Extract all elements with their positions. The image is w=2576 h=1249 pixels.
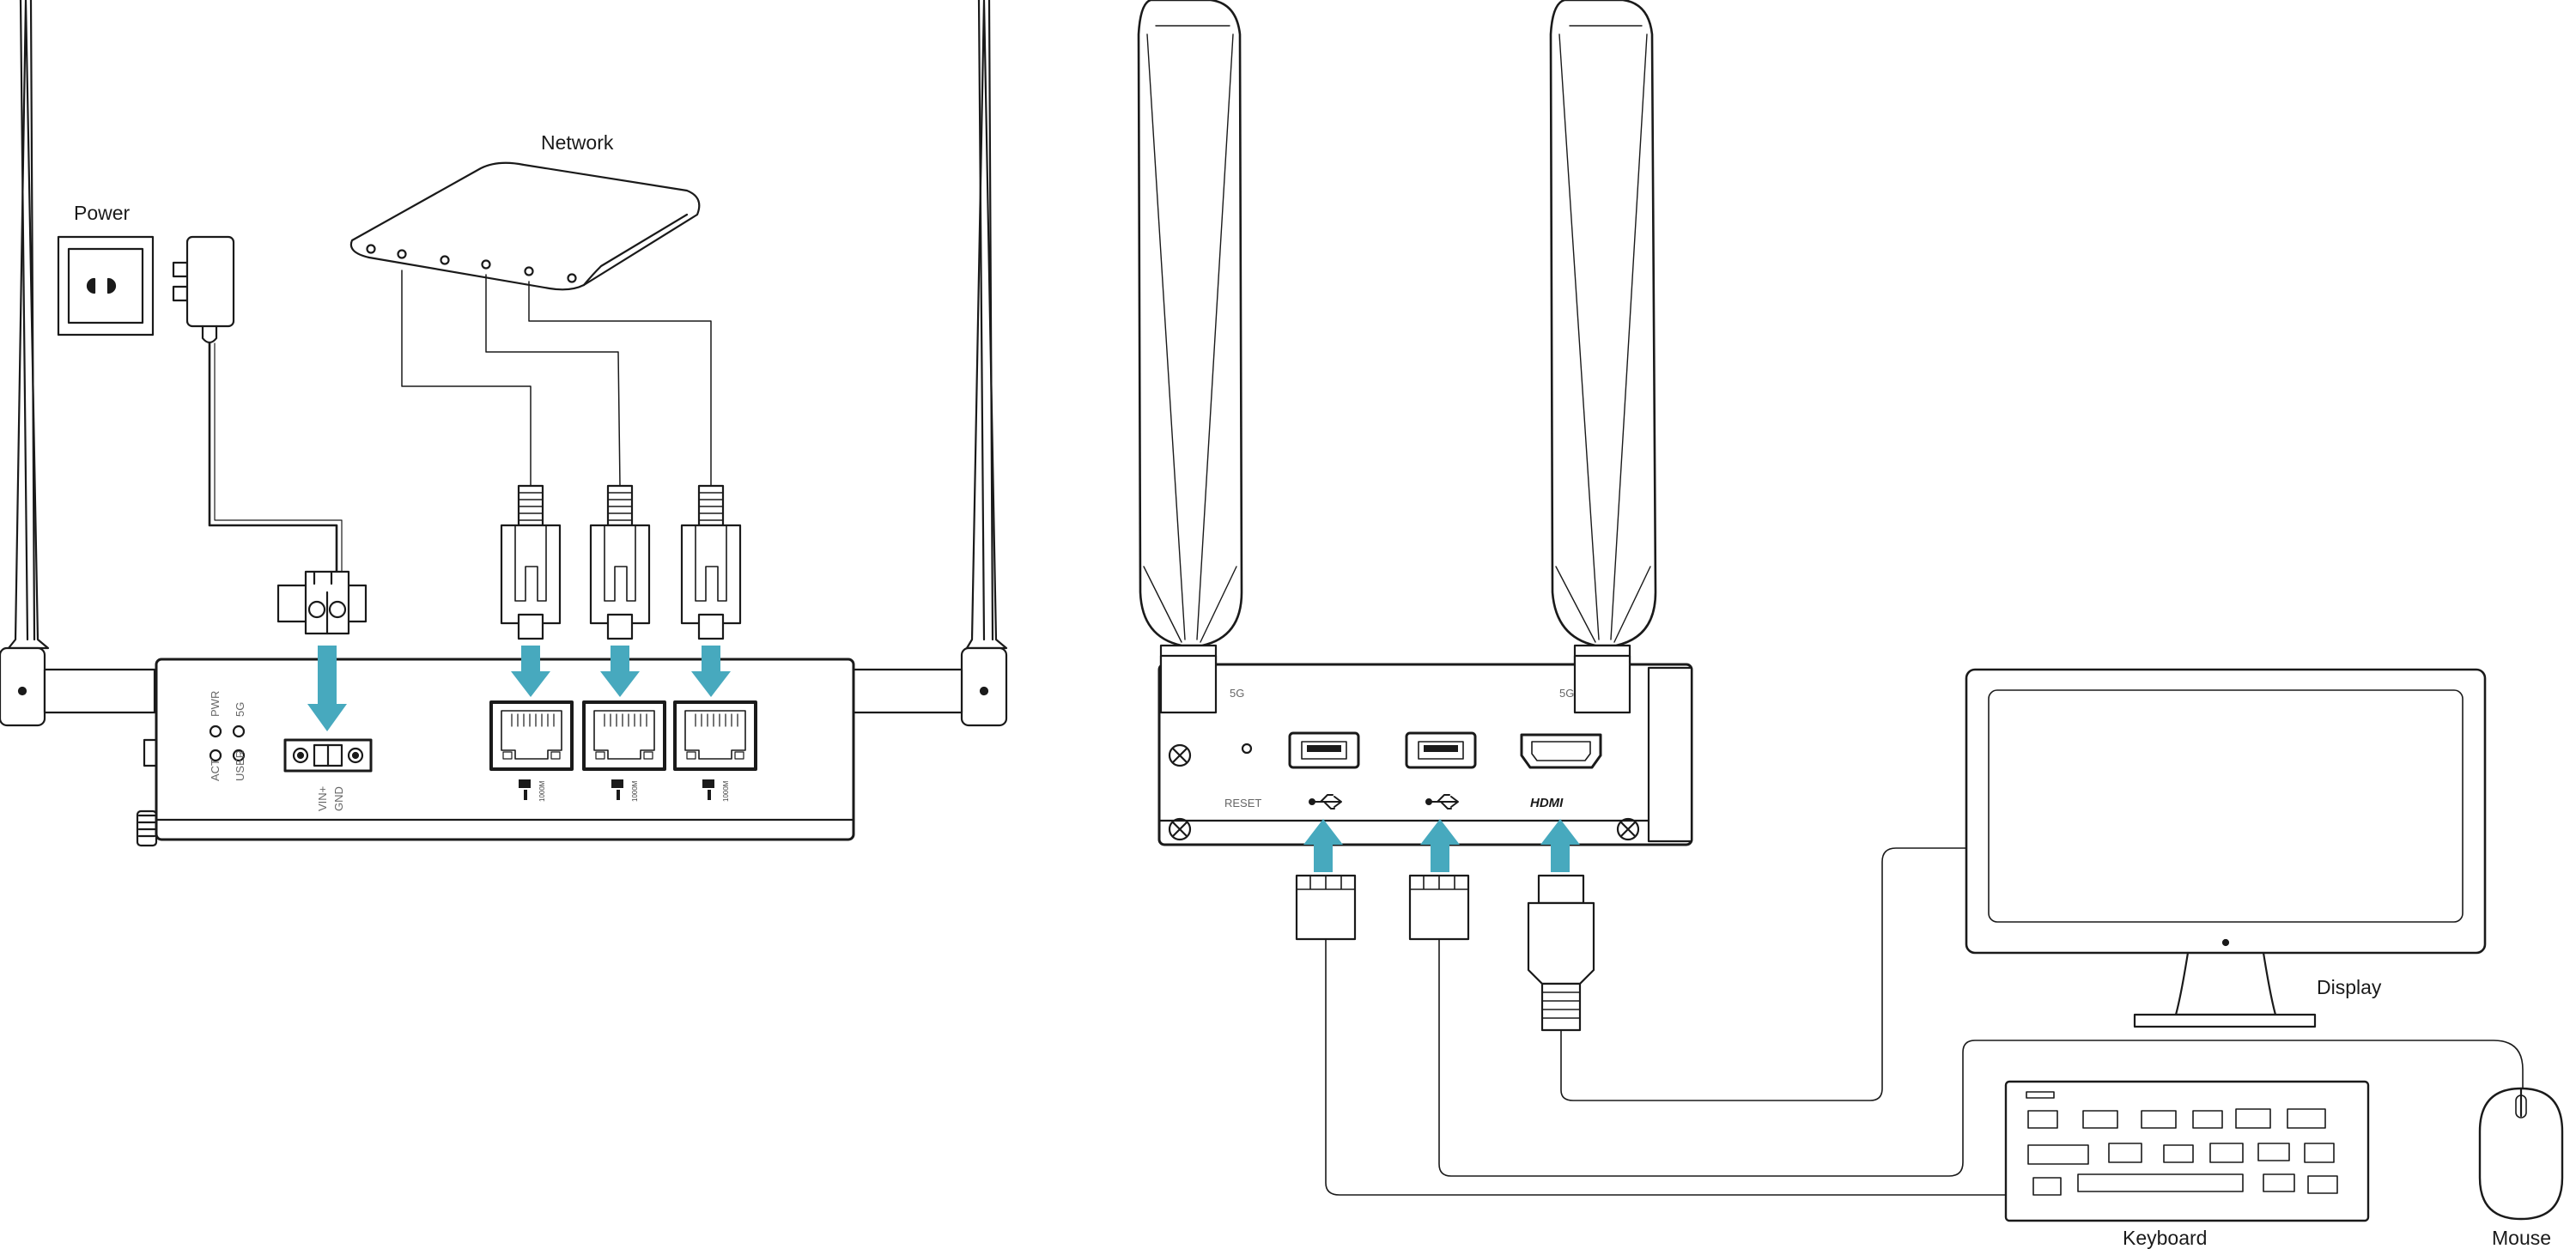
- arrow-power: [307, 646, 347, 731]
- arrow-usb-1: [1303, 819, 1343, 872]
- network-label: Network: [541, 131, 614, 154]
- display-label: Display: [2317, 976, 2382, 998]
- led-pwr: [232, 725, 246, 738]
- ethernet-1-speed: 1000M: [538, 780, 546, 802]
- front-left-antenna: [0, 0, 156, 727]
- reset-label: RESET: [1224, 797, 1261, 809]
- terminal-label-vin: VIN+: [316, 786, 329, 811]
- ethernet-port-3[interactable]: 1000M: [673, 700, 757, 802]
- arrow-hdmi: [1540, 819, 1580, 872]
- network-cables: [401, 270, 712, 487]
- hdmi-plug: [1527, 874, 1595, 1032]
- hdmi-port[interactable]: [1520, 733, 1602, 769]
- usb-port-1[interactable]: [1288, 731, 1360, 769]
- front-arrows: [307, 646, 731, 731]
- ethernet-port-2[interactable]: 1000M: [582, 700, 666, 802]
- power-terminal-plug: [276, 570, 368, 635]
- keyboard-label: Keyboard: [2123, 1227, 2207, 1249]
- rear-left-antenna: [1137, 0, 1243, 719]
- rear-right-antenna: [1549, 0, 1657, 719]
- power-terminal-socket[interactable]: VIN+ GND: [283, 738, 373, 811]
- ethernet-port-1[interactable]: 1000M: [489, 700, 574, 802]
- keyboard: [2004, 1080, 2370, 1222]
- led-label-act: ACT: [209, 759, 222, 781]
- arrow-ethernet-1: [511, 646, 550, 697]
- led-act: [209, 725, 222, 738]
- arrow-ethernet-3: [691, 646, 731, 697]
- terminal-label-gnd: GND: [332, 786, 345, 811]
- arrow-usb-2: [1420, 819, 1460, 872]
- mouse-label: Mouse: [2492, 1227, 2551, 1249]
- rear-cables: [1325, 847, 2524, 1196]
- led-label-pwr: PWR: [209, 691, 222, 717]
- led-user: [209, 749, 222, 762]
- rear-screw-3: [1616, 817, 1640, 841]
- rear-antenna-right-label: 5G: [1559, 687, 1574, 700]
- ethernet-3-speed: 1000M: [722, 780, 730, 802]
- usb-icon-2: [1425, 794, 1459, 809]
- hdmi-logo: HDMI: [1530, 796, 1564, 810]
- network-switch: [349, 161, 701, 291]
- led-indicators: ACT USER PWR 5G: [209, 691, 246, 781]
- front-right-antenna: [852, 0, 1008, 727]
- rear-arrows: [1303, 819, 1580, 872]
- usb-plug-1: [1295, 874, 1357, 941]
- power-adapter: [172, 235, 343, 573]
- rj45-plug-1: [500, 484, 562, 640]
- arrow-ethernet-2: [600, 646, 640, 697]
- display-monitor: [1965, 668, 2487, 1028]
- led-label-user: USER: [234, 750, 246, 781]
- mouse: [2478, 1087, 2564, 1221]
- ethernet-2-speed: 1000M: [631, 780, 639, 802]
- rear-screw-2: [1168, 817, 1192, 841]
- reset-button[interactable]: RESET: [1224, 743, 1261, 809]
- usb-plug-2: [1408, 874, 1470, 941]
- rear-screw-1: [1168, 743, 1192, 767]
- usb-port-2[interactable]: [1405, 731, 1477, 769]
- wall-outlet: [57, 235, 155, 337]
- usb-icon-1: [1309, 794, 1342, 809]
- led-label-5g: 5G: [234, 702, 246, 717]
- rear-antenna-left-label: 5G: [1230, 687, 1244, 700]
- rj45-plug-2: [589, 484, 651, 640]
- power-label: Power: [74, 202, 131, 224]
- rj45-plug-3: [680, 484, 742, 640]
- led-5g: [232, 749, 246, 762]
